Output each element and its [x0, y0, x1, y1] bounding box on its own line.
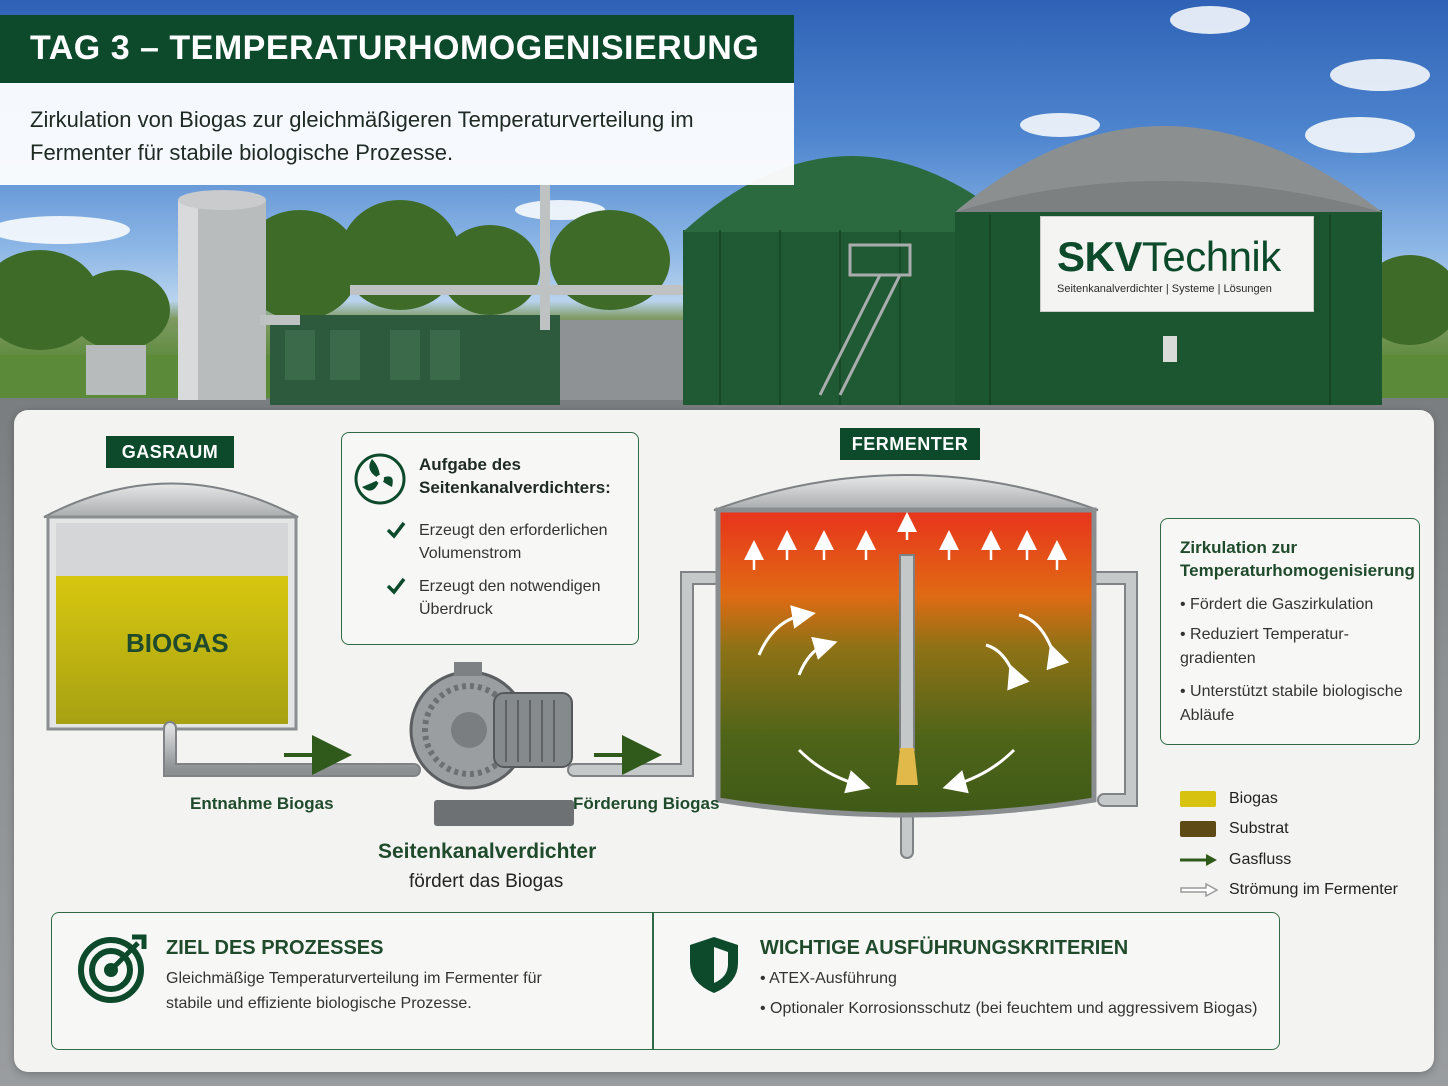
- legend-item-gasfluss: Gasfluss: [1180, 849, 1420, 871]
- criteria-item: • ATEX-Ausführung: [760, 970, 897, 987]
- gasflow-arrow-icon: [1180, 854, 1217, 866]
- legend-item-biogas: Biogas: [1180, 788, 1420, 810]
- foerderung-label: Förderung Biogas: [573, 794, 720, 813]
- brand-logo-bold: SKV: [1057, 233, 1142, 280]
- legend-label: Biogas: [1229, 790, 1278, 807]
- flow-hollow-arrow-icon: [1180, 883, 1218, 897]
- fan-icon: [354, 453, 406, 505]
- legend-item-substrat: Substrat: [1180, 818, 1420, 840]
- summary-divider: [652, 913, 654, 1049]
- check-icon: [386, 521, 406, 539]
- biogas-label: BIOGAS: [126, 628, 229, 658]
- legend-label: Strömung im Fermenter: [1229, 881, 1398, 898]
- task-box: Aufgabe des Seitenkanalverdichters: Erze…: [341, 432, 639, 645]
- task-heading: Aufgabe des Seitenkanalverdichters:: [419, 455, 611, 497]
- title-bar: TAG 3 – TEMPERATURHOMOGENISIERUNG: [0, 15, 794, 83]
- legend-label: Substrat: [1229, 820, 1289, 837]
- task-item: Erzeugt den notwendigen Überdruck: [419, 578, 601, 618]
- task-item: Erzeugt den erforderlichen Volumenstrom: [419, 522, 608, 562]
- criteria-item: • Optionaler Korrosionsschutz (bei feuch…: [760, 1000, 1258, 1017]
- side-channel-compressor: [409, 662, 574, 826]
- legend-label: Gasfluss: [1229, 851, 1292, 868]
- circulation-item: • Unterstützt stabile biologische Abläuf…: [1180, 683, 1403, 724]
- goal-text: Gleichmäßige Temperaturverteilung im Fer…: [166, 970, 542, 1012]
- legend-item-stroemung: Strömung im Fermenter: [1180, 879, 1420, 901]
- brand-tagline: Seitenkanalverdichter | Systeme | Lösung…: [1057, 283, 1272, 295]
- gasraum-tank: [43, 482, 299, 731]
- target-icon: [78, 934, 147, 1003]
- brand-logo-regular: Technik: [1141, 233, 1281, 280]
- compressor-title: Seitenkanalverdichter: [378, 840, 597, 863]
- circulation-heading: Zirkulation zur Temperaturhomogenisierun…: [1180, 538, 1415, 580]
- check-icon: [386, 577, 406, 595]
- circulation-item: • Reduziert Temperatur-gradienten: [1180, 626, 1349, 667]
- fermenter-tank: [713, 474, 1099, 818]
- goal-heading: ZIEL DES PROZESSES: [166, 937, 384, 959]
- compressor-subtitle: fördert das Biogas: [409, 871, 564, 892]
- criteria-heading: WICHTIGE AUSFÜHRUNGSKRITERIEN: [760, 937, 1129, 959]
- shield-icon: [690, 937, 738, 993]
- substrat-swatch: [1180, 821, 1216, 837]
- page-subtitle: Zirkulation von Biogas zur gleichmäßiger…: [30, 107, 694, 165]
- page-title: TAG 3 – TEMPERATURHOMOGENISIERUNG: [30, 29, 760, 67]
- process-diagram: [43, 474, 1138, 859]
- brand-logo: SKVTechnik: [1057, 233, 1281, 281]
- fermenter-badge: FERMENTER: [840, 428, 980, 460]
- biogas-swatch: [1180, 791, 1216, 807]
- circulation-box: Zirkulation zur Temperaturhomogenisierun…: [1160, 518, 1420, 745]
- subtitle-box: Zirkulation von Biogas zur gleichmäßiger…: [0, 83, 794, 185]
- gasraum-badge: GASRAUM: [106, 436, 234, 468]
- brand-sign: SKVTechnik Seitenkanalverdichter | Syste…: [1040, 216, 1314, 312]
- process-panel: GASRAUM BIOGAS FERMENTER Entnahme Biogas…: [14, 410, 1434, 1072]
- circulation-arrows: [757, 605, 1070, 794]
- circulation-item: • Fördert die Gaszirkulation: [1180, 596, 1374, 613]
- summary-box: ZIEL DES PROZESSES Gleichmäßige Temperat…: [51, 912, 1280, 1050]
- heat-arrows: [744, 512, 1067, 570]
- entnahme-label: Entnahme Biogas: [190, 794, 334, 813]
